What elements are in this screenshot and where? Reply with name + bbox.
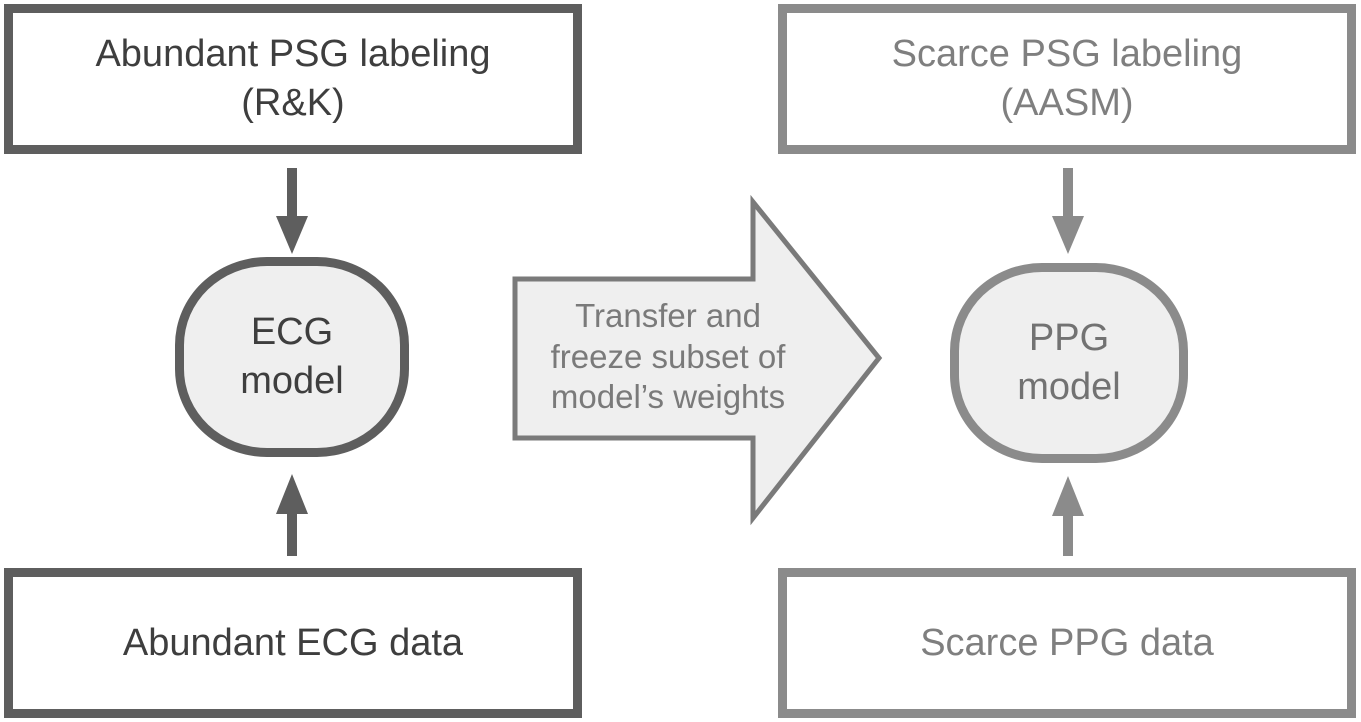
- ecg-model-node: ECG model: [175, 257, 409, 457]
- scarce-psg-labeling-standard: (AASM): [1000, 82, 1134, 124]
- arrow-ecg-data-to-ecg-model: [276, 474, 308, 556]
- scarce-ppg-data-label: Scarce PPG data: [920, 621, 1214, 664]
- ppg-model-label-2: model: [1017, 366, 1121, 408]
- abundant-psg-labeling-title: Abundant PSG labeling: [95, 33, 491, 76]
- ecg-model-label-1: ECG: [250, 311, 334, 354]
- abundant-psg-labeling-standard: (R&K): [241, 82, 345, 124]
- arrow-ppg-data-to-ppg-model: [1052, 476, 1084, 556]
- abundant-ecg-data-label: Abundant ECG data: [122, 621, 464, 664]
- ecg-model-label-2: model: [240, 360, 344, 402]
- transfer-label-line-3: model’s weights: [550, 378, 786, 416]
- ppg-model-label-1: PPG: [1028, 317, 1110, 360]
- transfer-arrow: [512, 194, 883, 526]
- abundant-psg-labeling-box: Abundant PSG labeling (R&K): [4, 4, 582, 154]
- ppg-model-node: PPG model: [950, 263, 1188, 463]
- scarce-psg-labeling-title: Scarce PSG labeling: [891, 33, 1243, 76]
- transfer-arrow-label: Transfer and freeze subset of model’s we…: [520, 296, 816, 418]
- scarce-ppg-data-box: Scarce PPG data: [778, 568, 1356, 718]
- transfer-label-line-2: freeze subset of: [550, 337, 786, 375]
- arrow-labeling-to-ecg-model: [276, 168, 308, 254]
- transfer-label-line-1: Transfer and: [575, 297, 761, 334]
- abundant-ecg-data-box: Abundant ECG data: [4, 568, 582, 718]
- scarce-psg-labeling-box: Scarce PSG labeling (AASM): [778, 4, 1356, 154]
- arrow-labeling-to-ppg-model: [1052, 168, 1084, 254]
